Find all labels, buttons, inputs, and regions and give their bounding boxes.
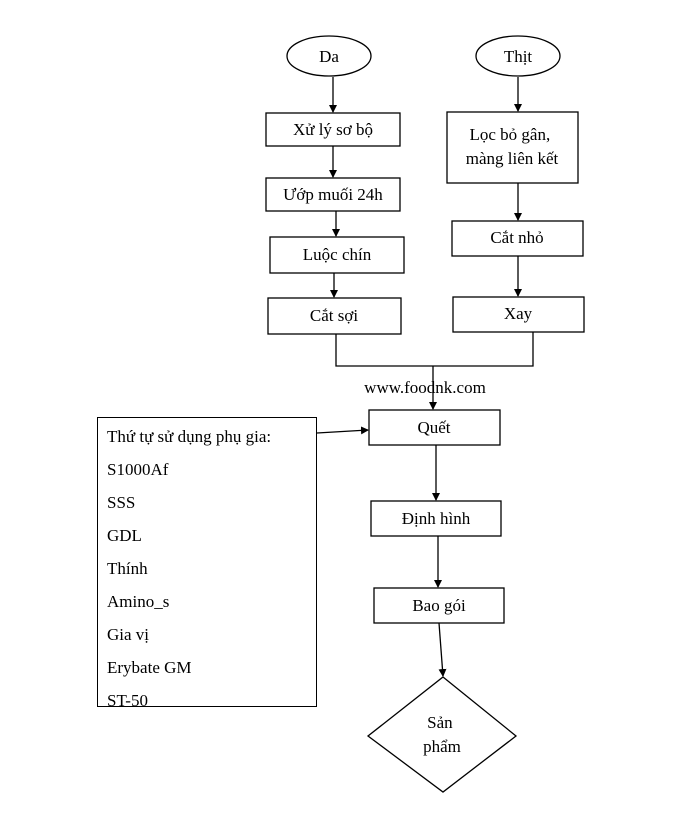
watermark: www.foodnk.com bbox=[364, 378, 486, 397]
additive-item: SSS bbox=[107, 493, 136, 512]
node-cat-nho-label: Cắt nhỏ bbox=[490, 228, 543, 247]
node-quet-label: Quết bbox=[417, 418, 450, 437]
node-dinh-hinh bbox=[370, 500, 502, 537]
node-xay bbox=[452, 296, 585, 333]
node-cat-soi bbox=[267, 297, 402, 335]
node-loc-bo-gan-label: Lọc bỏ gân, màng liên kết bbox=[466, 125, 559, 168]
node-cat-soi-label: Cắt sợi bbox=[310, 306, 358, 325]
edge-baogoi-sanpham bbox=[438, 622, 447, 677]
node-xay-label: Xay bbox=[504, 304, 533, 323]
node-da-label: Da bbox=[319, 47, 339, 66]
node-luoc-chin bbox=[269, 236, 405, 274]
edge-additives-quet bbox=[316, 426, 369, 435]
additive-item: Thính bbox=[107, 559, 148, 578]
node-dinh-hinh-label: Định hình bbox=[402, 509, 471, 528]
node-loc-bo-gan-line1: Lọc bỏ gân, bbox=[470, 125, 551, 144]
additives-list: S1000Af SSS GDL Thính Amino_s Gia vị Ery… bbox=[107, 459, 316, 723]
additive-item: ST-50 bbox=[107, 691, 148, 710]
node-cat-nho bbox=[451, 220, 584, 257]
node-san-pham-line2: phẩm bbox=[423, 737, 461, 756]
additives-header: Thứ tự sử dụng phụ gia: bbox=[107, 427, 272, 446]
node-san-pham bbox=[366, 676, 518, 793]
additives-box: Thứ tự sử dụng phụ gia: S1000Af SSS GDL … bbox=[97, 417, 317, 710]
node-thit-label: Thịt bbox=[504, 47, 533, 66]
node-bao-goi bbox=[373, 587, 505, 624]
edge-merge bbox=[335, 332, 534, 367]
node-thit bbox=[475, 35, 561, 77]
node-san-pham-line1: Sản bbox=[427, 713, 453, 732]
additive-item: Erybate GM bbox=[107, 658, 192, 677]
node-loc-bo-gan bbox=[446, 111, 579, 184]
additive-item: Gia vị bbox=[107, 625, 150, 644]
additive-item: S1000Af bbox=[107, 460, 169, 479]
node-uop-muoi-label: Ướp muối 24h bbox=[283, 185, 383, 204]
additive-item: GDL bbox=[107, 526, 142, 545]
additive-item: Amino_s bbox=[107, 592, 170, 611]
node-xu-ly-so-bo-label: Xử lý sơ bộ bbox=[293, 120, 373, 139]
node-luoc-chin-label: Luộc chín bbox=[303, 245, 372, 264]
node-uop-muoi bbox=[265, 177, 401, 212]
node-da bbox=[286, 35, 372, 77]
node-quet bbox=[368, 409, 501, 446]
node-bao-goi-label: Bao gói bbox=[412, 596, 466, 615]
node-loc-bo-gan-line2: màng liên kết bbox=[466, 149, 559, 168]
node-san-pham-label: Sản phẩm bbox=[423, 713, 461, 756]
